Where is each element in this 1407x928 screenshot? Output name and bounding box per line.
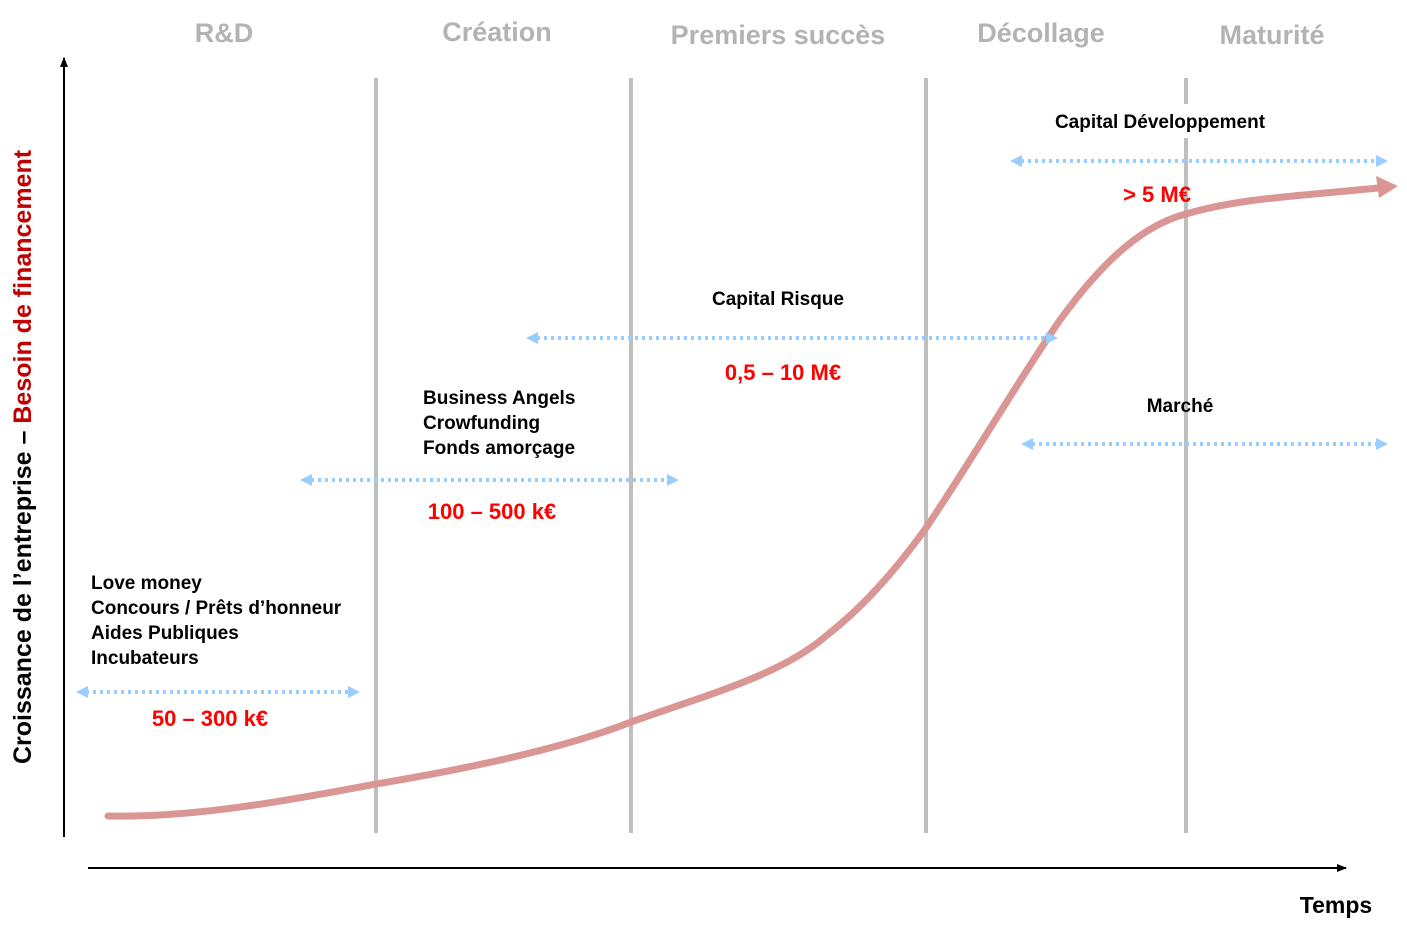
funding-amount: 0,5 – 10 M€ (725, 360, 841, 385)
funding-source-label: Concours / Prêts d’honneur (91, 598, 342, 619)
range-arrowhead-left (76, 686, 88, 698)
funding-source-label: Capital Développement (1055, 112, 1266, 133)
range-arrowhead-right (1376, 155, 1388, 167)
phase-label-maturite: Maturité (1219, 20, 1324, 50)
phase-label-creation: Création (442, 17, 552, 47)
funding-group-marche: Marché (1021, 396, 1388, 450)
y-axis-label-part1: Croissance de l’entreprise – (9, 424, 37, 764)
funding-group-love-money: Love money Concours / Prêts d’honneur Ai… (76, 573, 360, 731)
range-arrowhead-right (348, 686, 360, 698)
phase-label-premiers-succes: Premiers succès (671, 20, 886, 50)
funding-amount: 100 – 500 k€ (428, 499, 556, 524)
funding-source-label: Marché (1147, 396, 1214, 417)
range-arrowhead-right (667, 474, 679, 486)
funding-group-business-angels: Business Angels Crowfunding Fonds amorça… (300, 388, 679, 524)
range-arrowhead-left (526, 332, 538, 344)
y-axis-label: Croissance de l’entreprise – Besoin de f… (9, 149, 37, 764)
funding-source-label: Love money (91, 573, 202, 594)
funding-group-capital-developpement: Capital Développement > 5 M€ (1010, 104, 1388, 207)
growth-curve-arrowhead (1376, 176, 1398, 198)
y-axis-label-part2: Besoin de financement (9, 149, 37, 423)
funding-source-label: Capital Risque (712, 289, 844, 310)
x-axis-label: Temps (1300, 892, 1372, 918)
funding-amount: 50 – 300 k€ (152, 706, 268, 731)
label-background (1030, 104, 1292, 138)
growth-curve (104, 184, 1382, 820)
range-arrowhead-left (1021, 438, 1033, 450)
funding-source-label: Business Angels (423, 388, 575, 409)
funding-amount: > 5 M€ (1123, 182, 1191, 207)
range-arrowhead-left (1010, 155, 1022, 167)
funding-source-label: Fonds amorçage (423, 438, 575, 459)
phase-label-decollage: Décollage (977, 18, 1105, 48)
range-arrowhead-left (300, 474, 312, 486)
funding-source-label: Incubateurs (91, 648, 199, 669)
funding-group-capital-risque: Capital Risque 0,5 – 10 M€ (526, 289, 1058, 385)
range-arrowhead-right (1376, 438, 1388, 450)
funding-source-label: Crowfunding (423, 413, 540, 434)
funding-source-label: Aides Publiques (91, 623, 239, 644)
range-arrowhead-right (1046, 332, 1058, 344)
phase-label-rd: R&D (195, 18, 254, 48)
